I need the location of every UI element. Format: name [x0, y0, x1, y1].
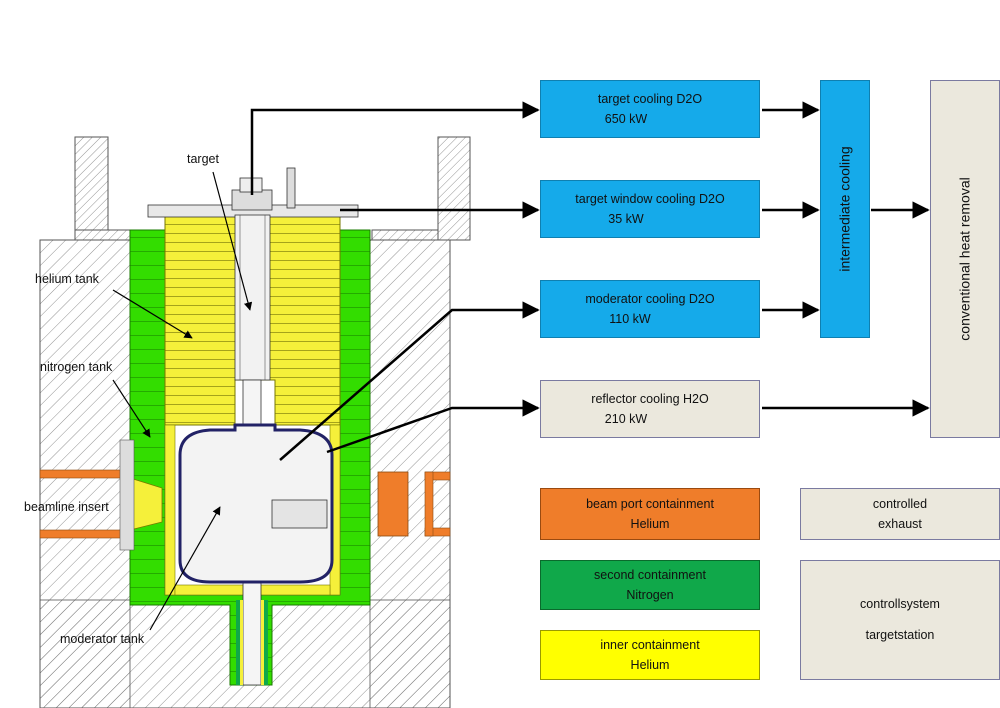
- controllsystem-box: controllsystem targetstation: [800, 560, 1000, 680]
- inner-containment-gas: Helium: [630, 658, 670, 672]
- beam-port-title: beam port containment: [586, 497, 714, 511]
- beam-port-containment-box: beam port containment Helium: [540, 488, 760, 540]
- target-cooling-box: target cooling D2O 650 kW: [540, 80, 760, 138]
- window-cooling-title: target window cooling D2O: [575, 192, 725, 206]
- label-helium-tank: helium tank: [35, 272, 99, 286]
- window-cooling-power: 35 kW: [608, 212, 644, 226]
- controllsystem-line1: controllsystem: [860, 596, 940, 611]
- controlled-exhaust-box: controlled exhaust: [800, 488, 1000, 540]
- controllsystem-line2: targetstation: [865, 628, 935, 642]
- moderator-cooling-title: moderator cooling D2O: [585, 292, 715, 306]
- conventional-heat-removal-label: conventional heat removal: [957, 177, 973, 341]
- label-nitrogen-tank: nitrogen tank: [40, 360, 113, 374]
- conventional-heat-removal-box: conventional heat removal: [930, 80, 1000, 438]
- intermediate-cooling-box: intermediate cooling: [820, 80, 870, 338]
- second-containment-gas: Nitrogen: [626, 588, 674, 602]
- controlled-exhaust-line2: exhaust: [878, 517, 922, 531]
- second-containment-box: second containment Nitrogen: [540, 560, 760, 610]
- reflector-cooling-power: 210 kW: [604, 412, 648, 426]
- flow-arrows: [250, 101, 930, 461]
- label-moderator-tank: moderator tank: [60, 632, 145, 646]
- target-cooling-title: target cooling D2O: [597, 92, 703, 106]
- moderator-vessel: [178, 423, 334, 584]
- beam-port-gas: Helium: [630, 517, 670, 531]
- intermediate-cooling-label: intermediate cooling: [837, 146, 854, 272]
- moderator-cooling-power: 110 kW: [609, 312, 651, 326]
- label-target: target: [187, 152, 219, 166]
- second-containment-title: second containment: [594, 568, 706, 582]
- window-cooling-box: target window cooling D2O 35 kW: [540, 180, 760, 238]
- reflector-cooling-title: reflector cooling H2O: [591, 392, 709, 406]
- beamline-insert-shape: [39, 439, 451, 551]
- target-cooling-power: 650 kW: [604, 112, 648, 126]
- leader-lines: [112, 171, 253, 631]
- moderator-cooling-box: moderator cooling D2O 110 kW: [540, 280, 760, 338]
- inner-containment-box: inner containment Helium: [540, 630, 760, 680]
- inner-containment-title: inner containment: [600, 638, 700, 652]
- controlled-exhaust-line1: controlled: [872, 497, 928, 511]
- label-beamline-insert: beamline insert: [24, 500, 109, 514]
- reflector-cooling-box: reflector cooling H2O 210 kW: [540, 380, 760, 438]
